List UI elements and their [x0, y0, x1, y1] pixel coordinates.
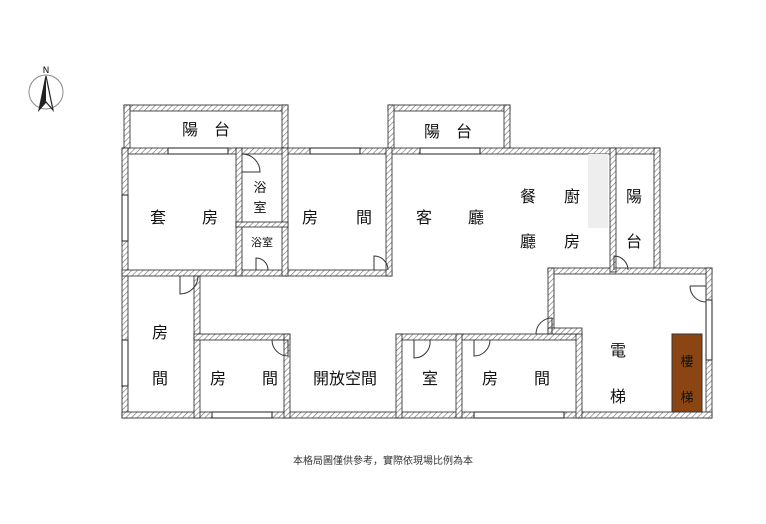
stairs-block: [671, 333, 703, 413]
master-bedroom-label-b: 房: [202, 208, 218, 227]
kitchen-label-b: 房: [564, 232, 580, 251]
windows: [121, 147, 713, 419]
balcony-top-right-label: 陽 台: [424, 122, 472, 141]
elevator-label-a: 電: [610, 341, 626, 360]
living-room-label-a: 客: [416, 208, 432, 227]
bathroom2-label: 浴室: [251, 235, 273, 249]
north-compass-icon: N: [28, 66, 64, 113]
room-top-label-a: 房: [302, 208, 318, 227]
room-right-label-b: 間: [534, 369, 550, 388]
bathroom1-label-bottom: 室: [253, 200, 266, 216]
disclaimer-caption: 本格局圖僅供參考，實際依現場比例為本: [293, 456, 473, 467]
kitchen-counter: [588, 154, 608, 228]
master-bedroom-label-a: 套: [150, 208, 166, 227]
elevator-label-b: 梯: [610, 387, 626, 406]
stairs-label-b: 梯: [680, 391, 693, 406]
room-left-label-a: 房: [152, 323, 168, 342]
room-left-label-b: 間: [152, 369, 168, 388]
balcony-side-label-top: 陽: [626, 187, 642, 206]
dining-room-label-b: 廳: [520, 232, 536, 251]
compass-north-label: N: [43, 66, 50, 76]
room-right-label-a: 房: [482, 369, 498, 388]
balcony-top-left-label: 陽 台: [182, 120, 230, 139]
kitchen-label-a: 廚: [564, 187, 580, 206]
open-space-label: 開放空間: [313, 369, 377, 388]
balcony-side-label-bottom: 台: [626, 232, 642, 251]
stairs-label-a: 樓: [680, 355, 693, 370]
room-top-label-b: 間: [356, 208, 372, 227]
small-room-label: 室: [422, 369, 438, 388]
room-mid-label-b: 間: [262, 369, 278, 388]
living-room-label-b: 廳: [468, 208, 484, 227]
bathroom1-label-top: 浴: [253, 181, 266, 196]
door-swings: [179, 153, 707, 359]
room-mid-label-a: 房: [210, 369, 226, 388]
dining-room-label-a: 餐: [520, 187, 536, 206]
